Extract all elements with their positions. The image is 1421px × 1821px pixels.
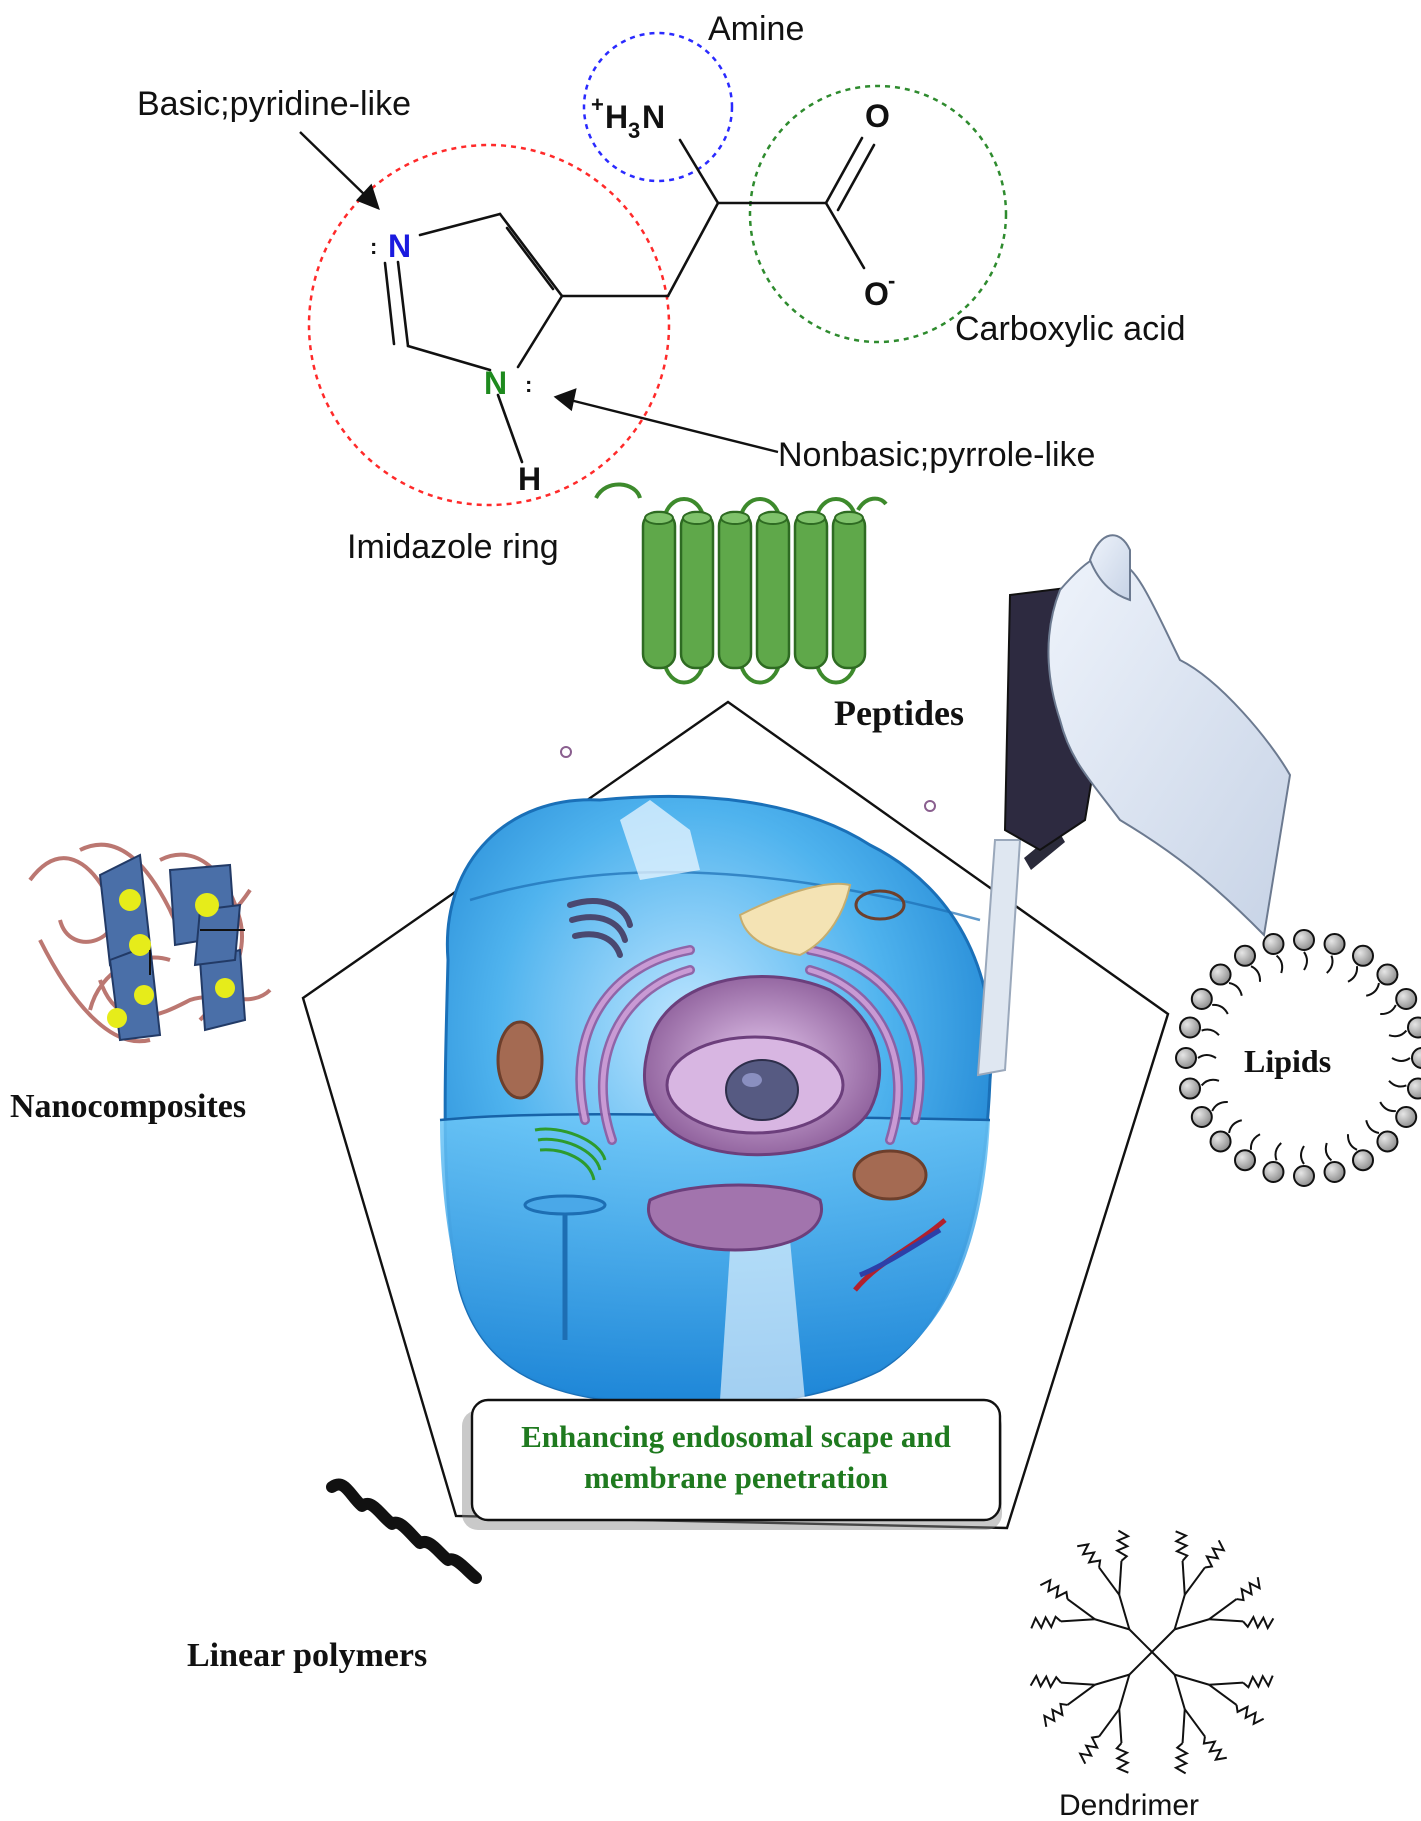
arrows — [299, 131, 779, 454]
basic-pyridine-label: Basic;pyridine-like — [137, 85, 411, 123]
nonbasic-pyrrole-label: Nonbasic;pyrrole-like — [778, 436, 1095, 474]
carboxylic-acid-label: Carboxylic acid — [955, 310, 1186, 348]
center-text-line1: Enhancing endosomal scape and — [521, 1419, 951, 1454]
dendrimer-label: Dendrimer — [1059, 1789, 1199, 1821]
imidazole-circle — [307, 143, 671, 507]
dendrimer-icon — [1029, 1529, 1275, 1775]
vesicle-dot — [924, 800, 936, 812]
center-text-line2: membrane penetration — [584, 1460, 888, 1495]
histidine-structure: + H 3 N O O - : N N : H Amine Basic;pyri… — [137, 10, 1186, 566]
atom-o-minus: - — [888, 268, 895, 293]
atom-n-pyrrole: N — [484, 365, 507, 401]
peptide-helix-icon — [594, 482, 888, 685]
polymer-chain-icon — [326, 1478, 482, 1584]
atom-n-pyridine: N — [388, 228, 411, 264]
atom-o-double: O — [865, 98, 890, 134]
linear-polymers-label: Linear polymers — [187, 1637, 427, 1674]
liposome-icon — [1175, 929, 1421, 1187]
amine-label: Amine — [708, 10, 804, 48]
cell-icon — [439, 794, 993, 1408]
carboxylic-circle — [748, 84, 1008, 344]
center-text-box: Enhancing endosomal scape and membrane p… — [462, 1398, 1002, 1530]
vesicle-dot — [560, 746, 572, 758]
atom-h3n-3: 3 — [628, 118, 640, 143]
nanocomposites-label: Nanocomposites — [10, 1088, 246, 1125]
amine-circle — [582, 31, 734, 183]
atom-o-single: O — [864, 276, 889, 312]
molecule-bonds — [383, 136, 876, 464]
atom-h3n-h: H — [605, 99, 628, 135]
lone-pair-bottom: : — [525, 372, 532, 397]
peptides-label: Peptides — [834, 693, 964, 733]
pipette-hand-icon — [976, 534, 1292, 1077]
pentagon-frame — [301, 700, 1170, 1530]
atom-h3n-n: N — [642, 99, 665, 135]
atom-h-nh: H — [518, 461, 541, 497]
nanocomposite-icon — [28, 842, 272, 1044]
atom-h3n-plus: + — [591, 92, 604, 117]
lone-pair-top: : — [370, 234, 377, 259]
imidazole-ring-label: Imidazole ring — [347, 528, 559, 566]
lipids-label: Lipids — [1244, 1043, 1331, 1079]
